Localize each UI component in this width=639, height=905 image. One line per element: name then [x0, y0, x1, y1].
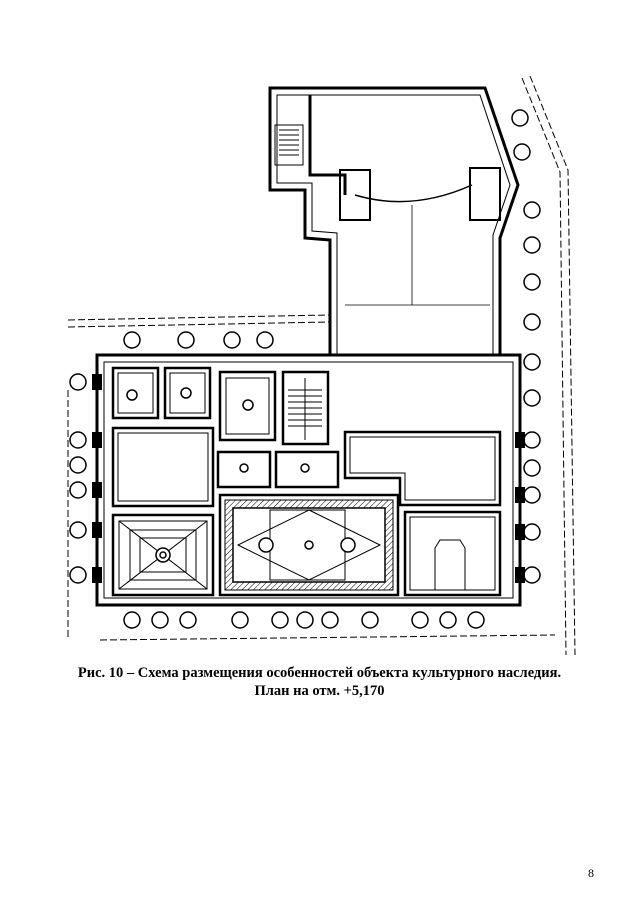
- figure-caption-line2: План на отм. +5,170: [254, 683, 385, 699]
- figure-caption-line1: Рис. 10 – Схема размещения особенностей …: [77, 665, 562, 681]
- room-row-3: [111, 493, 502, 597]
- wall-pilasters: [92, 374, 525, 583]
- facade-columns: [69, 109, 541, 629]
- page-number: 8: [588, 866, 594, 880]
- property-lines: [67, 75, 576, 656]
- room-row-1: [111, 366, 330, 446]
- room-markers: [126, 387, 356, 563]
- room-row-2: [111, 426, 502, 508]
